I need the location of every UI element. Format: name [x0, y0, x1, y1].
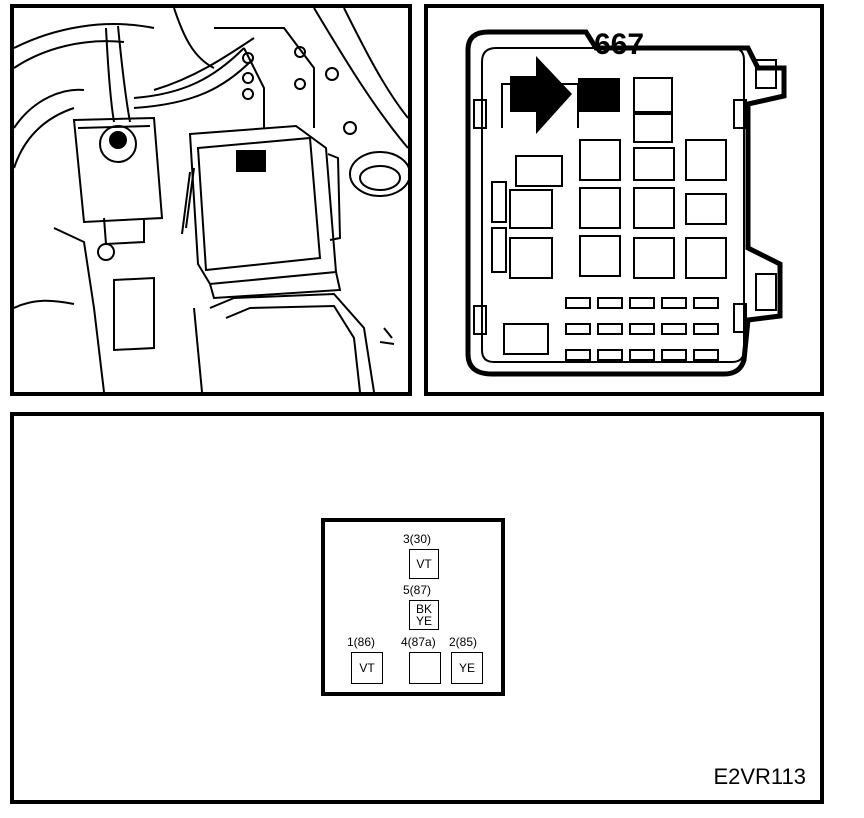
pin-5-terminal: BK YE: [409, 600, 439, 630]
pin-5-wire-color-1: BK: [415, 602, 432, 616]
pin-3-terminal: VT: [409, 549, 439, 579]
pin-1-label: 1(86): [347, 635, 376, 649]
relay-outline: 3(30) VT 5(87) BK YE 1(86) VT 4(87a) 2(8…: [321, 518, 505, 696]
highlight-marker: [236, 150, 266, 172]
pin-3-wire-color: VT: [416, 557, 432, 571]
fuse-box-label: 667: [594, 28, 644, 61]
fuse-box-diagram: 667: [424, 4, 824, 396]
reference-code: E2VR113: [713, 764, 806, 789]
engine-bay-illustration: [10, 4, 412, 396]
pin-5-wire-color-2: YE: [415, 614, 432, 628]
arrow-icon: [510, 56, 572, 134]
pin-2-terminal: YE: [451, 652, 483, 684]
engine-bay-drawing: [14, 8, 408, 392]
pin-1-wire-color: VT: [359, 661, 375, 675]
relay-pinout-panel: 3(30) VT 5(87) BK YE 1(86) VT 4(87a) 2(8…: [10, 412, 824, 804]
pin-2-label: 2(85): [449, 635, 478, 649]
fuse-box-drawing: 667: [465, 28, 787, 377]
pin-1-terminal: VT: [351, 652, 383, 684]
pin-5-label: 5(87): [403, 583, 432, 597]
pin-4-label: 4(87a): [401, 635, 436, 649]
pin-4-terminal: [409, 652, 441, 684]
highlighted-relay: [578, 78, 620, 112]
pin-3-label: 3(30): [403, 532, 432, 546]
pin-2-wire-color: YE: [458, 661, 475, 675]
